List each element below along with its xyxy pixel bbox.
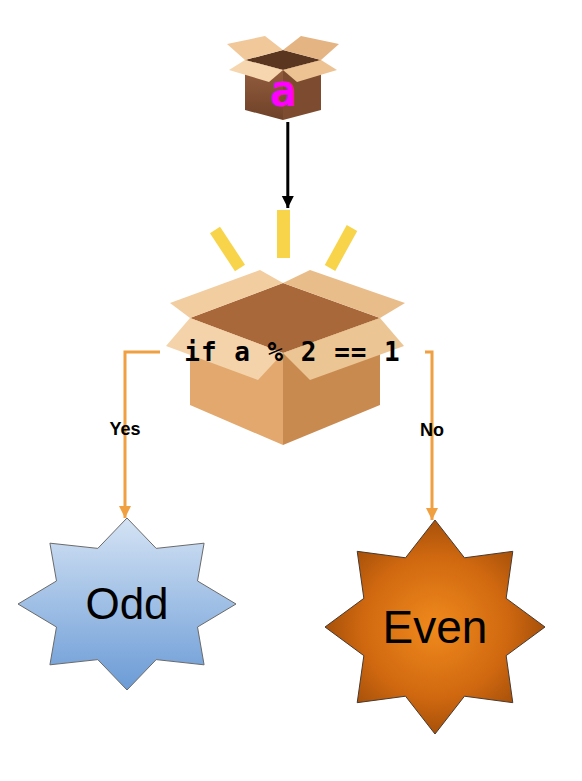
variable-name: a bbox=[225, 65, 341, 116]
flow-arrow bbox=[286, 122, 289, 208]
input-node: a bbox=[225, 20, 341, 122]
result-star: Even bbox=[325, 520, 545, 734]
branch-label: No bbox=[420, 420, 444, 441]
branch-label: Yes bbox=[109, 419, 140, 440]
result-text: Even bbox=[325, 600, 545, 654]
decision-box-icon bbox=[160, 208, 425, 450]
decision-node: if a % 2 == 1 bbox=[160, 208, 425, 450]
condition-text: if a % 2 == 1 bbox=[160, 337, 425, 367]
result-star: Odd bbox=[18, 518, 236, 690]
result-text: Odd bbox=[18, 579, 236, 629]
